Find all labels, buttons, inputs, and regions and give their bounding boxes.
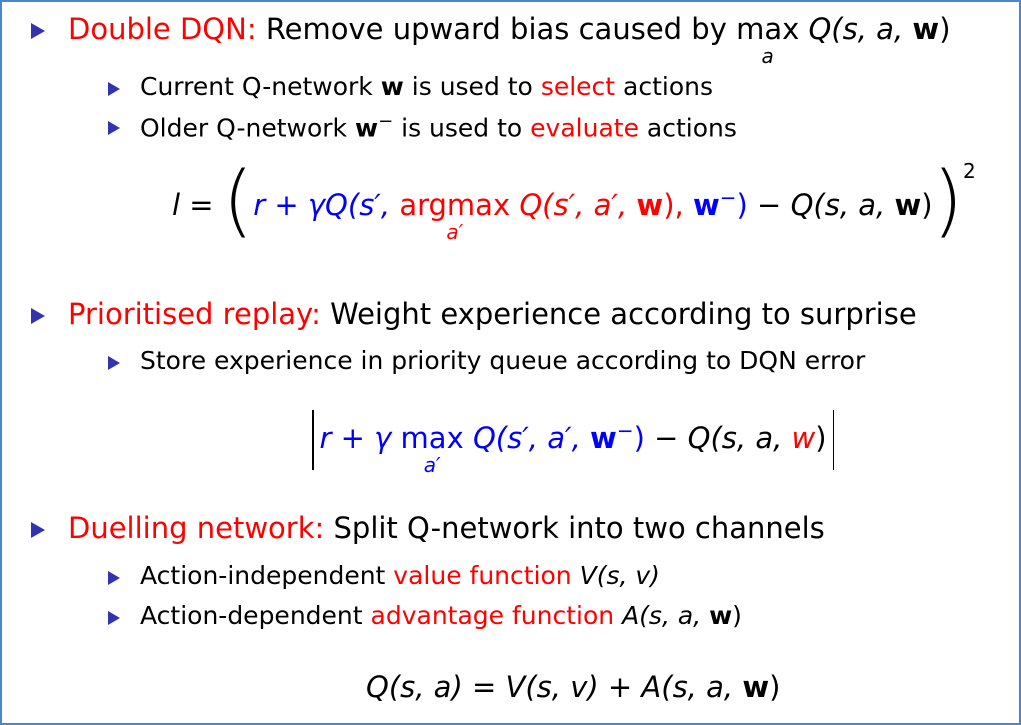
text-segment: w [709, 601, 733, 630]
text-segment: r + γ [319, 421, 401, 455]
bullet-duelling-network: Duelling network: Split Q-network into t… [68, 511, 825, 545]
text-segment: Prioritised replay: [68, 297, 321, 331]
sub-bullet: Current Q-network w is used to select ac… [140, 72, 713, 101]
text-segment: − Q(s, a, [644, 421, 792, 455]
text-segment: 2 [963, 159, 976, 184]
text-segment: ) [633, 421, 645, 455]
text-segment [572, 561, 580, 590]
text-segment: w [380, 72, 404, 101]
text-segment: ( [222, 156, 254, 246]
text-segment: ), [663, 188, 693, 222]
text-segment: actions [638, 113, 737, 143]
sub-bullet-triangle-icon [108, 611, 120, 625]
text-segment: ) [932, 156, 964, 246]
text-segment: Current Q-network [140, 72, 381, 101]
sub-bullet: Older Q-network w− is used to evaluate a… [140, 111, 737, 142]
math-w: w [912, 12, 940, 46]
bullet-prioritised-replay: Prioritised replay: Weight experience ac… [68, 297, 917, 331]
text-segment: Store experience in priority queue accor… [140, 346, 866, 375]
text-segment: w [692, 188, 720, 222]
math-symbol [832, 410, 835, 470]
text-segment: Weight experience according to surprise [330, 297, 917, 331]
bullet-title: Double DQN: [68, 12, 257, 46]
text-segment: w [636, 188, 664, 222]
text-segment: is used to [393, 113, 531, 143]
sub-bullet-triangle-icon [108, 356, 120, 370]
text-segment: − [719, 185, 737, 210]
text-segment: ) [732, 601, 742, 630]
text-segment: a′ [446, 220, 464, 244]
sub-bullet-triangle-icon [108, 571, 120, 585]
sub-bullet-triangle-icon [108, 82, 120, 96]
text-segment: Q(s′, a′, [463, 421, 591, 455]
sub-bullet: Action-dependent advantage function A(s,… [140, 601, 742, 630]
math-close: ) [939, 12, 951, 46]
text-segment: ) [815, 421, 827, 455]
text-segment: advantage function [370, 601, 615, 630]
math-q: Q(s, a, [799, 12, 913, 46]
text-segment: ) [736, 188, 748, 222]
text-segment: Q(s, a) = V(s, v) + A(s, a, [366, 670, 743, 704]
text-segment: evaluate [530, 113, 639, 143]
text-segment: r + γQ(s′, [253, 188, 400, 222]
text-segment: w [894, 188, 922, 222]
text-segment: Action-independent [140, 561, 394, 590]
text-segment: w [590, 421, 617, 455]
text-segment: value function [393, 561, 572, 590]
bullet-triangle-icon [31, 522, 45, 538]
bullet-double-dqn: Double DQN: Remove upward bias caused by… [68, 12, 951, 68]
text-segment: Q(s′, a′, [510, 188, 637, 222]
text-segment: max [736, 12, 800, 46]
text-segment: Older Q-network [140, 113, 355, 143]
text-segment: w [791, 421, 816, 455]
text-segment: ) [769, 670, 781, 704]
text-segment: select [540, 72, 616, 101]
sub-bullet: Store experience in priority queue accor… [140, 346, 865, 375]
text-segment: V(s, v) [579, 561, 660, 590]
text-segment: Split Q-network into two channels [333, 511, 825, 545]
sub-bullet: Action-independent value function V(s, v… [140, 561, 660, 590]
text-segment: argmax [399, 188, 511, 222]
text-segment [614, 601, 622, 630]
text-segment: − Q(s, a, [747, 188, 895, 222]
bullet-text: Remove upward bias caused by [265, 12, 737, 46]
text-segment: ) [921, 188, 933, 222]
text-segment: max [400, 421, 464, 455]
text-segment: − [616, 418, 634, 443]
bullet-triangle-icon [31, 308, 45, 324]
text-segment: a [761, 44, 774, 68]
text-segment: is used to [403, 72, 541, 101]
math-symbol [312, 410, 314, 470]
bullet-triangle-icon [31, 23, 45, 39]
text-segment: l = [172, 188, 214, 222]
text-segment: w [354, 113, 379, 143]
duelling-q-equation: Q(s, a) = V(s, v) + A(s, a, w) [366, 670, 780, 704]
text-segment: w [742, 670, 770, 704]
text-segment: A(s, a, [622, 601, 710, 630]
text-segment: Duelling network: [68, 511, 325, 545]
sub-bullet-triangle-icon [108, 121, 120, 135]
text-segment: Action-dependent [140, 601, 371, 630]
text-segment: − [378, 111, 394, 132]
text-segment: actions [615, 72, 714, 101]
text-segment: a′ [423, 453, 441, 477]
